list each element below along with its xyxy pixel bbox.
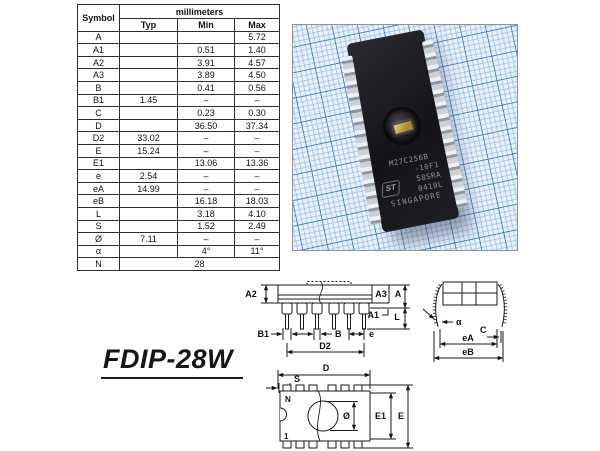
dim-label-n: N bbox=[285, 395, 291, 404]
side-view-pins bbox=[281, 302, 370, 330]
lead-pointer-arrow bbox=[422, 308, 435, 320]
dim-label-b1: B1 bbox=[257, 329, 269, 339]
dim-label-l: L bbox=[394, 312, 400, 322]
dim-label-d2: D2 bbox=[319, 341, 331, 351]
dim-label-a3: A3 bbox=[375, 289, 387, 299]
window-outline-dotted bbox=[306, 281, 352, 285]
dim-label-diameter: Ø bbox=[343, 411, 350, 421]
dim-label-ea: eA bbox=[462, 333, 474, 343]
dim-label-pin1: 1 bbox=[284, 432, 289, 441]
dim-label-a2: A2 bbox=[245, 289, 257, 299]
dim-label-a1: A1 bbox=[367, 310, 379, 320]
dim-label-eb: eB bbox=[462, 347, 474, 357]
end-view-drawing: α C eA eB bbox=[422, 281, 508, 362]
window-circle bbox=[307, 400, 339, 432]
package-name-label: FDIP-28W bbox=[101, 344, 244, 379]
dim-label-b: B bbox=[335, 329, 342, 339]
dim-label-d: D bbox=[323, 363, 330, 373]
top-view-drawing: D S N 1 Ø E1 E bbox=[266, 363, 413, 449]
side-view-drawing: A2 A3 A A1 L B1 B e D2 bbox=[245, 281, 410, 357]
value-cell: 28 bbox=[118, 257, 281, 271]
dim-label-s: S bbox=[294, 374, 300, 384]
dim-label-alpha: α bbox=[456, 317, 462, 327]
top-view-pins-top bbox=[282, 384, 363, 392]
dim-label-e1: E1 bbox=[375, 411, 386, 421]
col-header-millimeters: millimeters bbox=[118, 4, 281, 19]
chip-photo: M27C256B -10F1 58SRA 0410L SINGAPORE ST bbox=[292, 24, 518, 251]
col-header-symbol: Symbol bbox=[77, 4, 120, 32]
break-line bbox=[318, 281, 324, 304]
pin1-notch bbox=[279, 407, 287, 422]
top-view-pins-bottom bbox=[282, 440, 363, 449]
dim-label-e-outer: E bbox=[398, 411, 404, 421]
dim-label-a: A bbox=[395, 289, 402, 299]
dim-label-e: e bbox=[369, 329, 374, 339]
dim-label-c: C bbox=[480, 325, 487, 335]
break-line bbox=[316, 390, 322, 442]
